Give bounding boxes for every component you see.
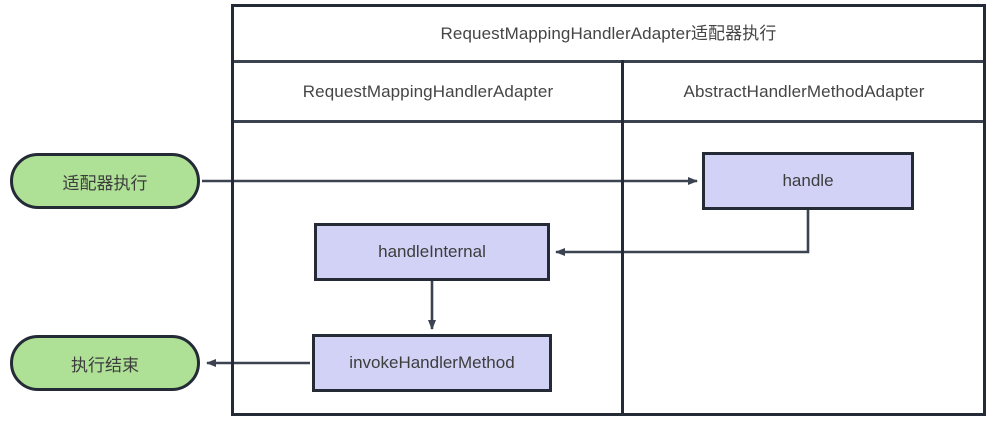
diagram-title: RequestMappingHandlerAdapter适配器执行 (440, 23, 777, 43)
lane-header-request-mapping-handler-adapter: RequestMappingHandlerAdapter (302, 81, 554, 101)
frame-divider-lane-header (234, 120, 983, 123)
node-handle-internal[interactable]: handleInternal (314, 223, 550, 281)
node-start-adapter-execute[interactable]: 适配器执行 (10, 153, 200, 209)
lane-header-abstract-handler-method-adapter: AbstractHandlerMethodAdapter (683, 81, 925, 101)
node-end-execution-finished[interactable]: 执行结束 (10, 335, 200, 391)
node-invoke-handler-method[interactable]: invokeHandlerMethod (312, 334, 552, 392)
swimlane-frame (231, 4, 986, 416)
node-handle[interactable]: handle (702, 152, 914, 210)
frame-divider-title (234, 60, 983, 63)
frame-divider-lane-column (621, 60, 624, 413)
